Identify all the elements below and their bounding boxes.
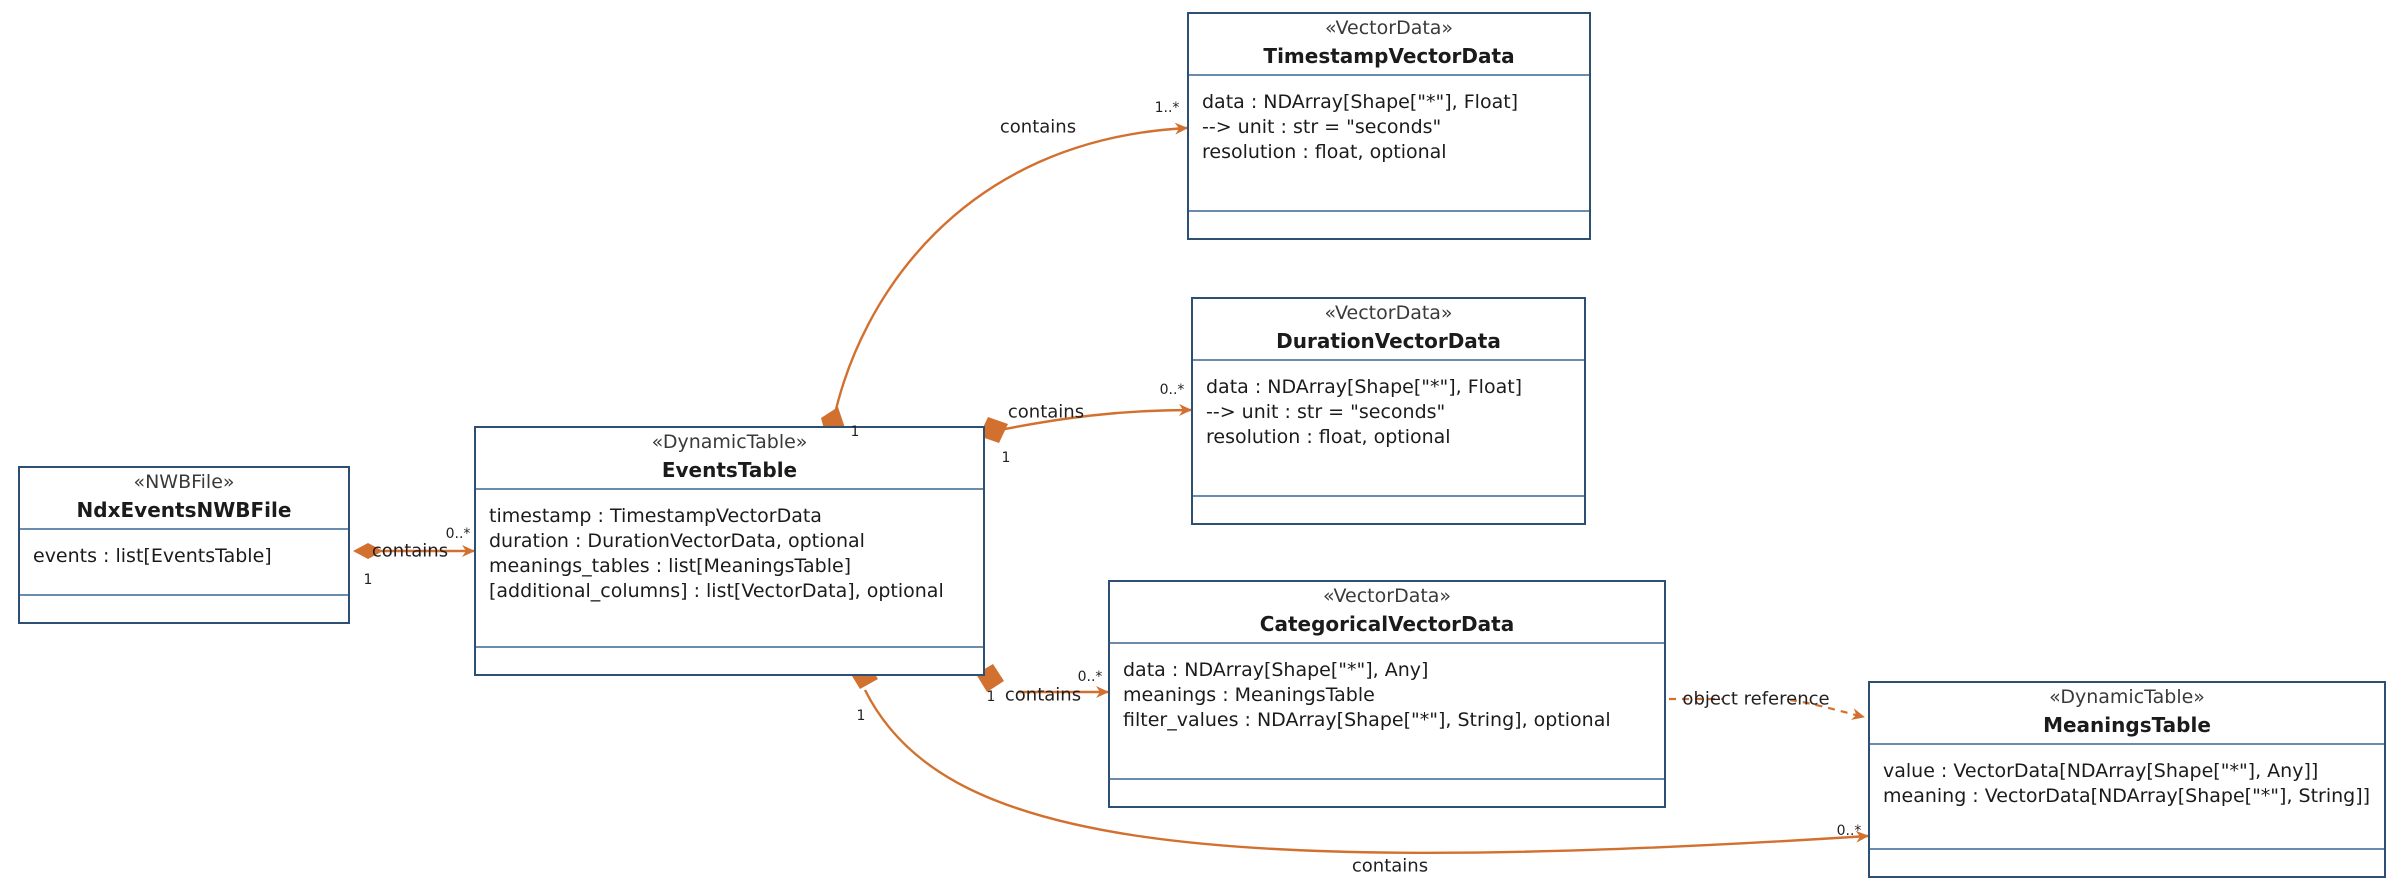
attribute-row: filter_values : NDArray[Shape["*"], Stri…: [1123, 709, 1611, 731]
attribute-row: --> unit : str = "seconds": [1206, 401, 1446, 423]
class-header-timestamp-vector-data: «VectorData» TimestampVectorData: [1189, 14, 1589, 76]
edge-target-multiplicity-nwbfile-contains-eventstable: 0..*: [445, 526, 471, 542]
edge-target-multiplicity-eventstable-contains-timestamp: 1..*: [1154, 100, 1180, 116]
edge-target-multiplicity-eventstable-contains-duration: 0..*: [1159, 382, 1185, 398]
class-name: NdxEventsNWBFile: [76, 498, 292, 523]
attribute-row: timestamp : TimestampVectorData: [489, 505, 822, 527]
class-header-categorical-vector-data: «VectorData» CategoricalVectorData: [1110, 582, 1664, 644]
edge-label-eventstable-contains-timestamp: contains: [999, 116, 1077, 138]
class-name: EventsTable: [661, 458, 798, 483]
class-name: CategoricalVectorData: [1259, 612, 1515, 637]
edge-source-multiplicity-eventstable-contains-duration: 1: [1001, 450, 1011, 466]
class-stereotype: «DynamicTable»: [651, 430, 808, 453]
attribute-row: data : NDArray[Shape["*"], Float]: [1202, 91, 1519, 113]
class-methods-meanings-table: [1870, 850, 2384, 876]
class-attributes-duration-vector-data: data : NDArray[Shape["*"], Float] --> un…: [1193, 361, 1584, 497]
edge-label-eventstable-contains-meanings: contains: [1351, 855, 1429, 877]
class-methods-categorical-vector-data: [1110, 780, 1664, 806]
edge-label-eventstable-contains-duration: contains: [1007, 401, 1085, 423]
class-name: MeaningsTable: [2043, 713, 2211, 738]
edge-source-multiplicity-eventstable-contains-meanings: 1: [856, 708, 866, 724]
class-name: TimestampVectorData: [1263, 44, 1515, 69]
attribute-row: meanings_tables : list[MeaningsTable]: [489, 555, 852, 577]
class-stereotype: «DynamicTable»: [2049, 685, 2205, 708]
class-attributes-categorical-vector-data: data : NDArray[Shape["*"], Any] meanings…: [1110, 644, 1664, 780]
attribute-row: meanings : MeaningsTable: [1123, 684, 1375, 706]
attribute-row: data : NDArray[Shape["*"], Any]: [1123, 659, 1429, 681]
attribute-row: meaning : VectorData[NDArray[Shape["*"],…: [1883, 785, 2371, 807]
edge-source-multiplicity-eventstable-contains-timestamp: 1: [850, 424, 860, 440]
edge-source-multiplicity-eventstable-contains-categorical: 1: [986, 689, 996, 705]
class-box-events-table[interactable]: «DynamicTable» EventsTable timestamp : T…: [474, 426, 985, 676]
class-attributes-meanings-table: value : VectorData[NDArray[Shape["*"], A…: [1870, 745, 2384, 850]
class-attributes-ndx-events-nwbfile: events : list[EventsTable]: [20, 530, 348, 596]
edge-label-categorical-objectref-meanings: object reference: [1682, 688, 1830, 710]
class-box-categorical-vector-data[interactable]: «VectorData» CategoricalVectorData data …: [1108, 580, 1666, 808]
attribute-row: resolution : float, optional: [1202, 141, 1447, 163]
edge-label-eventstable-contains-categorical: contains: [1004, 684, 1082, 706]
class-header-duration-vector-data: «VectorData» DurationVectorData: [1193, 299, 1584, 361]
class-stereotype: «NWBFile»: [133, 470, 235, 493]
class-header-ndx-events-nwbfile: «NWBFile» NdxEventsNWBFile: [20, 468, 348, 530]
class-box-ndx-events-nwbfile[interactable]: «NWBFile» NdxEventsNWBFile events : list…: [18, 466, 350, 624]
class-box-meanings-table[interactable]: «DynamicTable» MeaningsTable value : Vec…: [1868, 681, 2386, 878]
edge-target-multiplicity-eventstable-contains-meanings: 0..*: [1836, 823, 1862, 839]
attribute-row: --> unit : str = "seconds": [1202, 116, 1442, 138]
attribute-row: value : VectorData[NDArray[Shape["*"], A…: [1883, 760, 2319, 782]
class-methods-events-table: [476, 648, 983, 674]
edge-eventstable-contains-timestamp: [821, 122, 1188, 440]
class-name: DurationVectorData: [1276, 329, 1501, 354]
class-stereotype: «VectorData»: [1324, 16, 1454, 39]
class-stereotype: «VectorData»: [1324, 301, 1453, 324]
attribute-row: [additional_columns] : list[VectorData],…: [489, 580, 944, 602]
edge-source-multiplicity-nwbfile-contains-eventstable: 1: [363, 572, 373, 588]
class-attributes-events-table: timestamp : TimestampVectorData duration…: [476, 490, 983, 648]
class-header-events-table: «DynamicTable» EventsTable: [476, 428, 983, 490]
class-box-duration-vector-data[interactable]: «VectorData» DurationVectorData data : N…: [1191, 297, 1586, 525]
attribute-row: events : list[EventsTable]: [33, 545, 272, 567]
edge-label-nwbfile-contains-eventstable: contains: [371, 540, 449, 562]
class-methods-duration-vector-data: [1193, 497, 1584, 523]
edge-target-multiplicity-eventstable-contains-categorical: 0..*: [1077, 669, 1103, 685]
class-stereotype: «VectorData»: [1322, 584, 1452, 607]
class-box-timestamp-vector-data[interactable]: «VectorData» TimestampVectorData data : …: [1187, 12, 1591, 240]
attribute-row: duration : DurationVectorData, optional: [489, 530, 865, 552]
class-header-meanings-table: «DynamicTable» MeaningsTable: [1870, 683, 2384, 745]
class-attributes-timestamp-vector-data: data : NDArray[Shape["*"], Float] --> un…: [1189, 76, 1589, 212]
attribute-row: resolution : float, optional: [1206, 426, 1451, 448]
attribute-row: data : NDArray[Shape["*"], Float]: [1206, 376, 1523, 398]
class-methods-timestamp-vector-data: [1189, 212, 1589, 238]
class-methods-ndx-events-nwbfile: [20, 596, 348, 622]
